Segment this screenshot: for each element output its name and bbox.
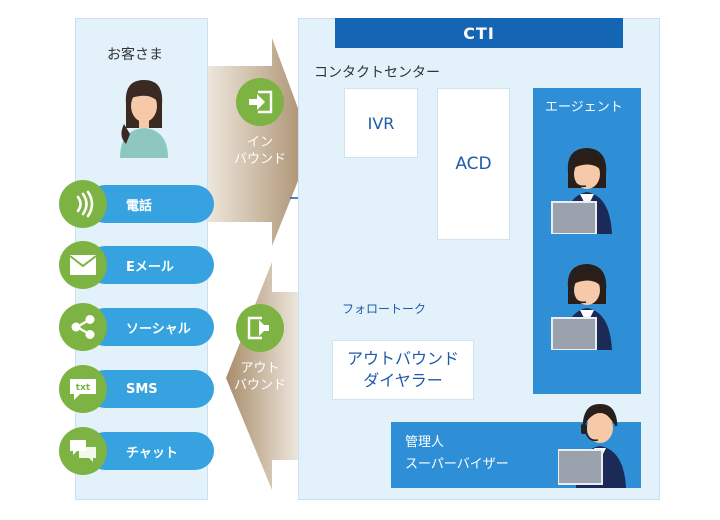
- channel-email: Eメール: [86, 246, 214, 284]
- inbound-label: イン バウンド: [233, 135, 286, 167]
- txt-bubble-icon: txt: [59, 365, 107, 413]
- agent-label: エージェント: [545, 100, 623, 115]
- outbound-icon: [236, 304, 284, 352]
- channel-phone: 電話: [86, 185, 214, 223]
- agent-avatar: [551, 148, 612, 234]
- share-icon: [59, 303, 107, 351]
- inbound-arrow: [208, 38, 312, 246]
- acd-box: ACD: [437, 88, 510, 240]
- outbound-dialer-box: アウトバウンド ダイヤラー: [332, 340, 474, 400]
- agent-avatar: [551, 264, 612, 350]
- channel-chat: チャット: [86, 432, 214, 470]
- cti-title: CTI: [335, 18, 623, 48]
- chat-bubbles-icon: [59, 427, 107, 475]
- phone-waves-icon: [59, 180, 107, 228]
- supervisor-label: 管理人 スーパーバイザー: [405, 435, 509, 472]
- contact-center-label: コンタクトセンター: [314, 65, 440, 81]
- envelope-icon: [59, 241, 107, 289]
- channel-sms: SMS: [86, 370, 214, 408]
- inbound-icon: [236, 78, 284, 126]
- outbound-label: アウト バウンド: [233, 361, 286, 393]
- customer-avatar: [120, 80, 168, 158]
- svg-text:txt: txt: [76, 383, 91, 393]
- customer-title: お客さま: [107, 47, 163, 63]
- channel-social: ソーシャル: [86, 308, 214, 346]
- supervisor-avatar: [558, 404, 626, 488]
- follow-talk-label: フォロートーク: [342, 302, 427, 316]
- ivr-box: IVR: [344, 88, 418, 158]
